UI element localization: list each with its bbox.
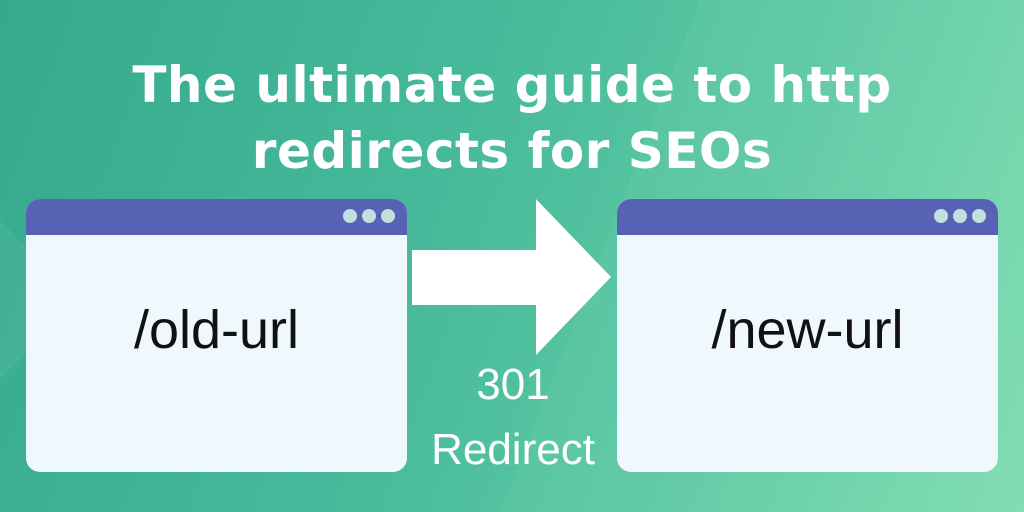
title-line-1: The ultimate guide to http — [132, 56, 892, 114]
window-dots-icon — [934, 209, 986, 223]
page-title: The ultimate guide to http redirects for… — [0, 52, 1024, 184]
redirect-code: 301 — [476, 360, 550, 409]
title-line-2: redirects for SEOs — [251, 122, 773, 180]
redirect-label: Redirect — [431, 425, 595, 474]
old-url-text: /old-url — [133, 300, 300, 360]
window-title-bar — [26, 199, 407, 235]
old-url-window: /old-url — [26, 199, 407, 472]
window-title-bar — [617, 199, 998, 235]
window-dots-icon — [343, 209, 395, 223]
new-url-window: /new-url — [617, 199, 998, 472]
new-url-text: /new-url — [711, 300, 904, 360]
